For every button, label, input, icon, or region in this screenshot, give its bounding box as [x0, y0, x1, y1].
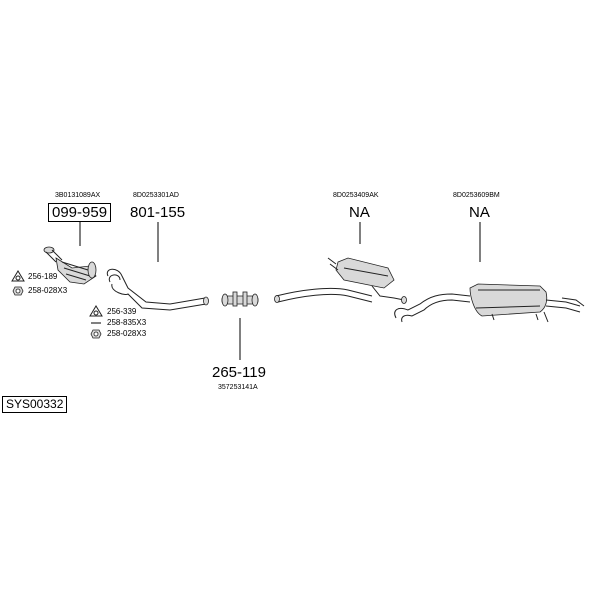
middle-pipe-drawing: [106, 268, 209, 311]
middle-silencer-ref: 8D0253409AK: [333, 192, 379, 199]
fitting-bolt-2[interactable]: 258-835X3: [107, 318, 147, 327]
system-code: SYS00332: [2, 396, 68, 414]
clamp-ref: 357253141A: [218, 384, 258, 391]
clamp-number[interactable]: 265-119: [212, 364, 266, 381]
rear-silencer-number[interactable]: NA: [469, 204, 490, 221]
fitting-nut-2[interactable]: 258-028X3: [107, 329, 147, 338]
middle-pipe-ref: 8D0253301AD: [133, 192, 179, 199]
middle-silencer-number[interactable]: NA: [349, 204, 370, 221]
fittings-group-2-icons: [89, 305, 103, 339]
fittings-group-1-icons: [11, 270, 25, 296]
fitting-nut-1[interactable]: 258-028X3: [28, 286, 68, 295]
front-pipe-ref: 3B0131089AX: [55, 192, 101, 199]
front-pipe-number[interactable]: 099-959: [48, 203, 112, 222]
fitting-gasket-2[interactable]: 256-339: [107, 307, 137, 316]
middle-silencer-drawing: [274, 257, 407, 304]
front-pipe-drawing: [43, 246, 97, 285]
clamp-drawing: [221, 291, 259, 307]
rear-silencer-drawing: [394, 283, 585, 323]
rear-silencer-ref: 8D0253609BM: [453, 192, 500, 199]
fitting-gasket-1[interactable]: 256-189: [28, 272, 58, 281]
middle-pipe-number[interactable]: 801-155: [130, 204, 186, 221]
